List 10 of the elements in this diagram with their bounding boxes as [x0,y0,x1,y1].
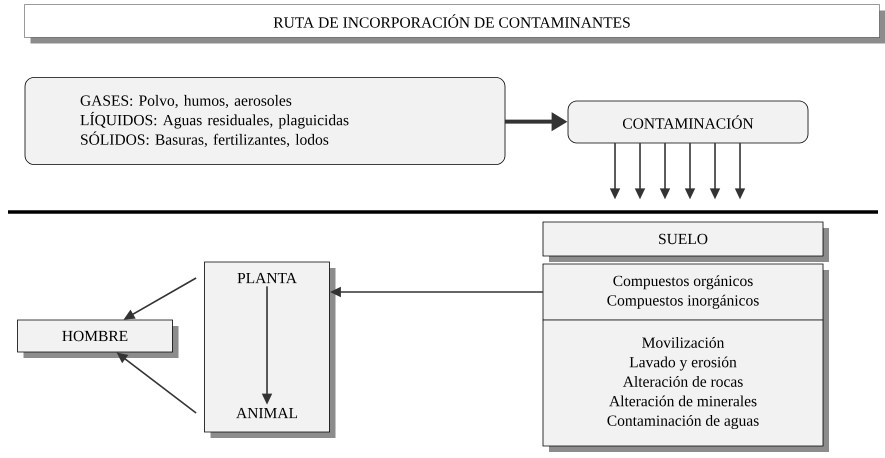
soil-box: SUELO [542,222,829,262]
organism-box [204,262,336,438]
person-box: HOMBRE [17,320,178,358]
process-list-box: Movilización Lavado y erosión Alteración de rocas Alteración de minerales Contaminación de aguas [542,320,829,452]
compound-box: Compuestos orgánicos Compuestos inorgánicos [542,264,829,326]
node-label: PLANTA [238,272,297,284]
process-box: CONTAMINACIÓN [568,100,808,144]
source-box: GASES: Polvo, humos, aerosoles LÍQUIDOS: Aguas residuales, plaguicidas SÓLIDOS: Basuras, fertilizantes, lodos [24,77,506,165]
node-label: ANIMAL [236,408,298,418]
title-box: RUTA DE INCORPORACIÓN DE CONTAMINANTES [24,4,885,44]
